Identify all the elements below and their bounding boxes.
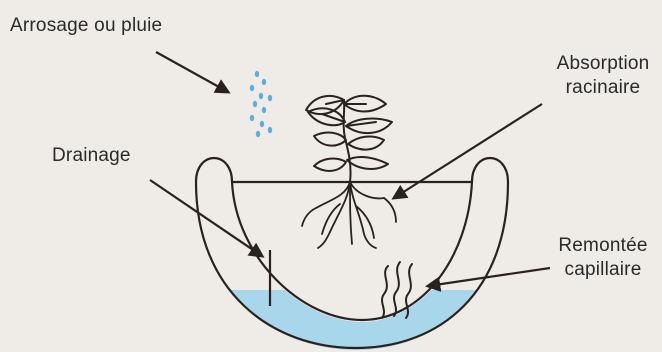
- absorption-label-line2: racinaire: [548, 76, 658, 100]
- capillary-label-line1: Remontée: [548, 234, 658, 258]
- roots-icon: [302, 182, 396, 248]
- drainage-label: Drainage: [52, 144, 131, 168]
- absorption-arrow: [394, 104, 542, 198]
- absorption-label-line1: Absorption: [548, 52, 658, 76]
- watering-arrow: [156, 52, 228, 92]
- capillary-label: Remontée capillaire: [548, 234, 658, 282]
- rain-icon: [250, 71, 272, 137]
- watering-label: Arrosage ou pluie: [10, 14, 162, 38]
- capillary-waves-icon: [382, 262, 412, 318]
- capillary-label-line2: capillaire: [548, 258, 658, 282]
- absorption-label: Absorption racinaire: [548, 52, 658, 100]
- water-reservoir: [180, 290, 530, 352]
- plant-icon: [306, 96, 392, 182]
